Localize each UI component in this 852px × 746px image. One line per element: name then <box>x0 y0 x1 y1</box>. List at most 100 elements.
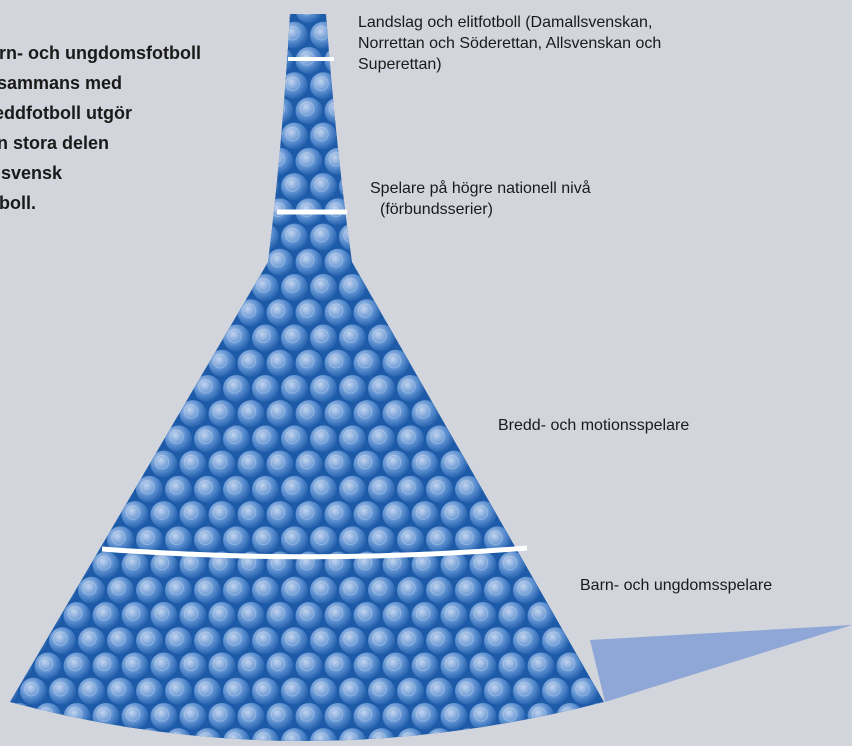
ball-circle <box>324 652 352 680</box>
ball-ring <box>285 480 300 495</box>
ball-ring <box>444 707 460 722</box>
ball-ring <box>459 581 474 596</box>
ball-circle <box>426 526 453 554</box>
ball-ring <box>24 681 39 697</box>
ball-circle <box>440 551 468 579</box>
ball-circle <box>368 677 395 705</box>
ball-circle <box>295 349 323 377</box>
ball-ring <box>111 631 126 646</box>
ball-ring <box>430 581 445 596</box>
ball-circle <box>295 14 323 24</box>
ball-circle <box>542 627 569 655</box>
ball-ring <box>473 505 489 520</box>
ball-circle <box>440 501 468 529</box>
ball-ring <box>299 707 315 722</box>
ball-circle <box>397 728 424 741</box>
ball-circle <box>266 400 294 428</box>
ball-circle <box>426 627 453 655</box>
ball-ring <box>328 353 344 369</box>
ball-circle <box>208 702 236 730</box>
ball-ring <box>343 732 358 741</box>
ball-ring <box>372 480 387 495</box>
ball-circle <box>237 602 265 630</box>
ball-circle <box>121 702 149 730</box>
ball-circle <box>63 602 91 630</box>
ball-circle <box>426 576 453 604</box>
ball-ring <box>285 227 300 243</box>
label-line: Barn- och ungdomsspelare <box>580 577 773 594</box>
ball-circle <box>223 324 250 352</box>
ball-circle <box>339 728 366 741</box>
ball-ring <box>285 581 300 596</box>
ball-circle <box>281 223 308 251</box>
ball-ring <box>212 505 228 520</box>
ball-ring <box>328 253 344 268</box>
ball-circle <box>223 677 250 705</box>
ball-ring <box>140 681 155 697</box>
ball-circle <box>208 400 236 428</box>
ball-circle <box>179 551 207 579</box>
ball-ring <box>415 656 431 672</box>
ball-ring <box>546 631 561 646</box>
ball-ring <box>299 656 315 672</box>
ball-circle <box>310 425 337 453</box>
ball-circle <box>150 501 178 529</box>
ball-ring <box>154 606 170 621</box>
ball-circle <box>194 374 221 402</box>
ball-circle <box>339 425 366 453</box>
ball-ring <box>212 707 228 722</box>
ball-ring <box>299 404 315 419</box>
ball-ring <box>401 530 416 546</box>
ball-ring <box>314 379 329 394</box>
ball-circle <box>237 450 265 478</box>
ball-ring <box>575 681 590 697</box>
ball-ring <box>357 404 373 419</box>
ball-ring <box>386 404 402 419</box>
ball-circle <box>397 526 424 554</box>
ball-ring <box>183 404 199 419</box>
ball-circle <box>469 602 497 630</box>
ball-ring <box>401 681 416 697</box>
ball-circle <box>179 501 207 529</box>
ball-ring <box>285 379 300 394</box>
ball-circle <box>339 475 366 503</box>
ball-circle <box>382 501 410 529</box>
label-bredd: Bredd- och motionsspelare <box>498 415 689 436</box>
ball-circle <box>310 122 337 150</box>
ball-ring <box>140 631 155 646</box>
ball-circle <box>266 299 294 327</box>
ball-circle <box>281 122 308 150</box>
ball-ring <box>386 505 402 520</box>
ball-ring <box>343 429 358 445</box>
ball-circle <box>310 324 337 352</box>
ball-ring <box>154 454 170 470</box>
ball-circle <box>411 652 439 680</box>
ball-ring <box>459 681 474 697</box>
ball-ring <box>314 581 329 596</box>
ball-ring <box>357 303 373 319</box>
ball-ring <box>82 631 97 646</box>
ball-circle <box>78 627 105 655</box>
ball-ring <box>154 707 170 722</box>
ball-ring <box>212 454 228 470</box>
ball-circle <box>194 677 221 705</box>
ball-circle <box>49 677 76 705</box>
ball-ring <box>96 606 112 621</box>
ball-circle <box>179 602 207 630</box>
ball-circle <box>339 274 366 302</box>
ball-ring <box>256 328 271 344</box>
ball-circle <box>281 576 308 604</box>
ball-ring <box>285 278 300 293</box>
ball-ring <box>430 530 445 546</box>
ball-circle <box>513 677 540 705</box>
ball-circle <box>165 526 192 554</box>
ball-circle <box>208 501 236 529</box>
ball-ring <box>328 505 344 520</box>
ball-ring <box>270 656 286 672</box>
ball-circle <box>223 627 250 655</box>
ball-circle <box>295 400 323 428</box>
ball-ring <box>386 606 402 621</box>
ball-circle <box>397 475 424 503</box>
ball-circle <box>136 627 163 655</box>
